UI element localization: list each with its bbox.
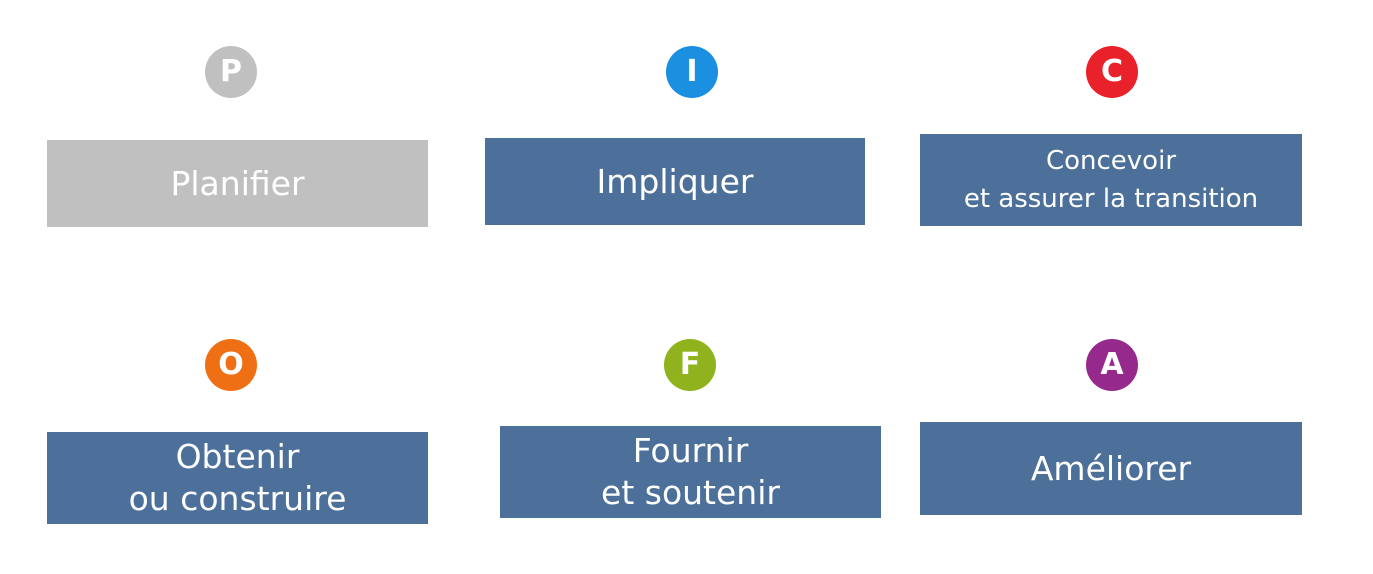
step-box-concevoir: Concevoir et assurer la transition (920, 134, 1302, 226)
step-label-ameliorer: Améliorer (1030, 448, 1192, 488)
step-label-fournir-line1: Fournir (632, 431, 749, 470)
step-label-concevoir-line1: Concevoir (1045, 146, 1177, 176)
letter-badge-i: I (666, 46, 718, 98)
step-box-obtenir: Obtenir ou construire (47, 432, 428, 524)
step-label-obtenir-line1: Obtenir (175, 437, 300, 476)
step-box-impliquer: Impliquer (485, 138, 865, 225)
step-label-concevoir-line2: et assurer la transition (963, 184, 1259, 214)
letter-badge-p: P (205, 46, 257, 98)
step-label-fournir-line2: et soutenir (601, 473, 780, 512)
letter-badge-c: C (1086, 46, 1138, 98)
letter-badge-o: O (205, 339, 257, 391)
step-box-ameliorer: Améliorer (920, 422, 1302, 515)
step-label-planifier: Planifier (170, 163, 305, 203)
letter-badge-a: A (1086, 339, 1138, 391)
step-label-impliquer: Impliquer (596, 161, 754, 201)
step-label-obtenir-line2: ou construire (128, 479, 347, 518)
letter-badge-f: F (664, 339, 716, 391)
step-box-fournir: Fournir et soutenir (500, 426, 881, 518)
step-box-planifier: Planifier (47, 140, 428, 227)
